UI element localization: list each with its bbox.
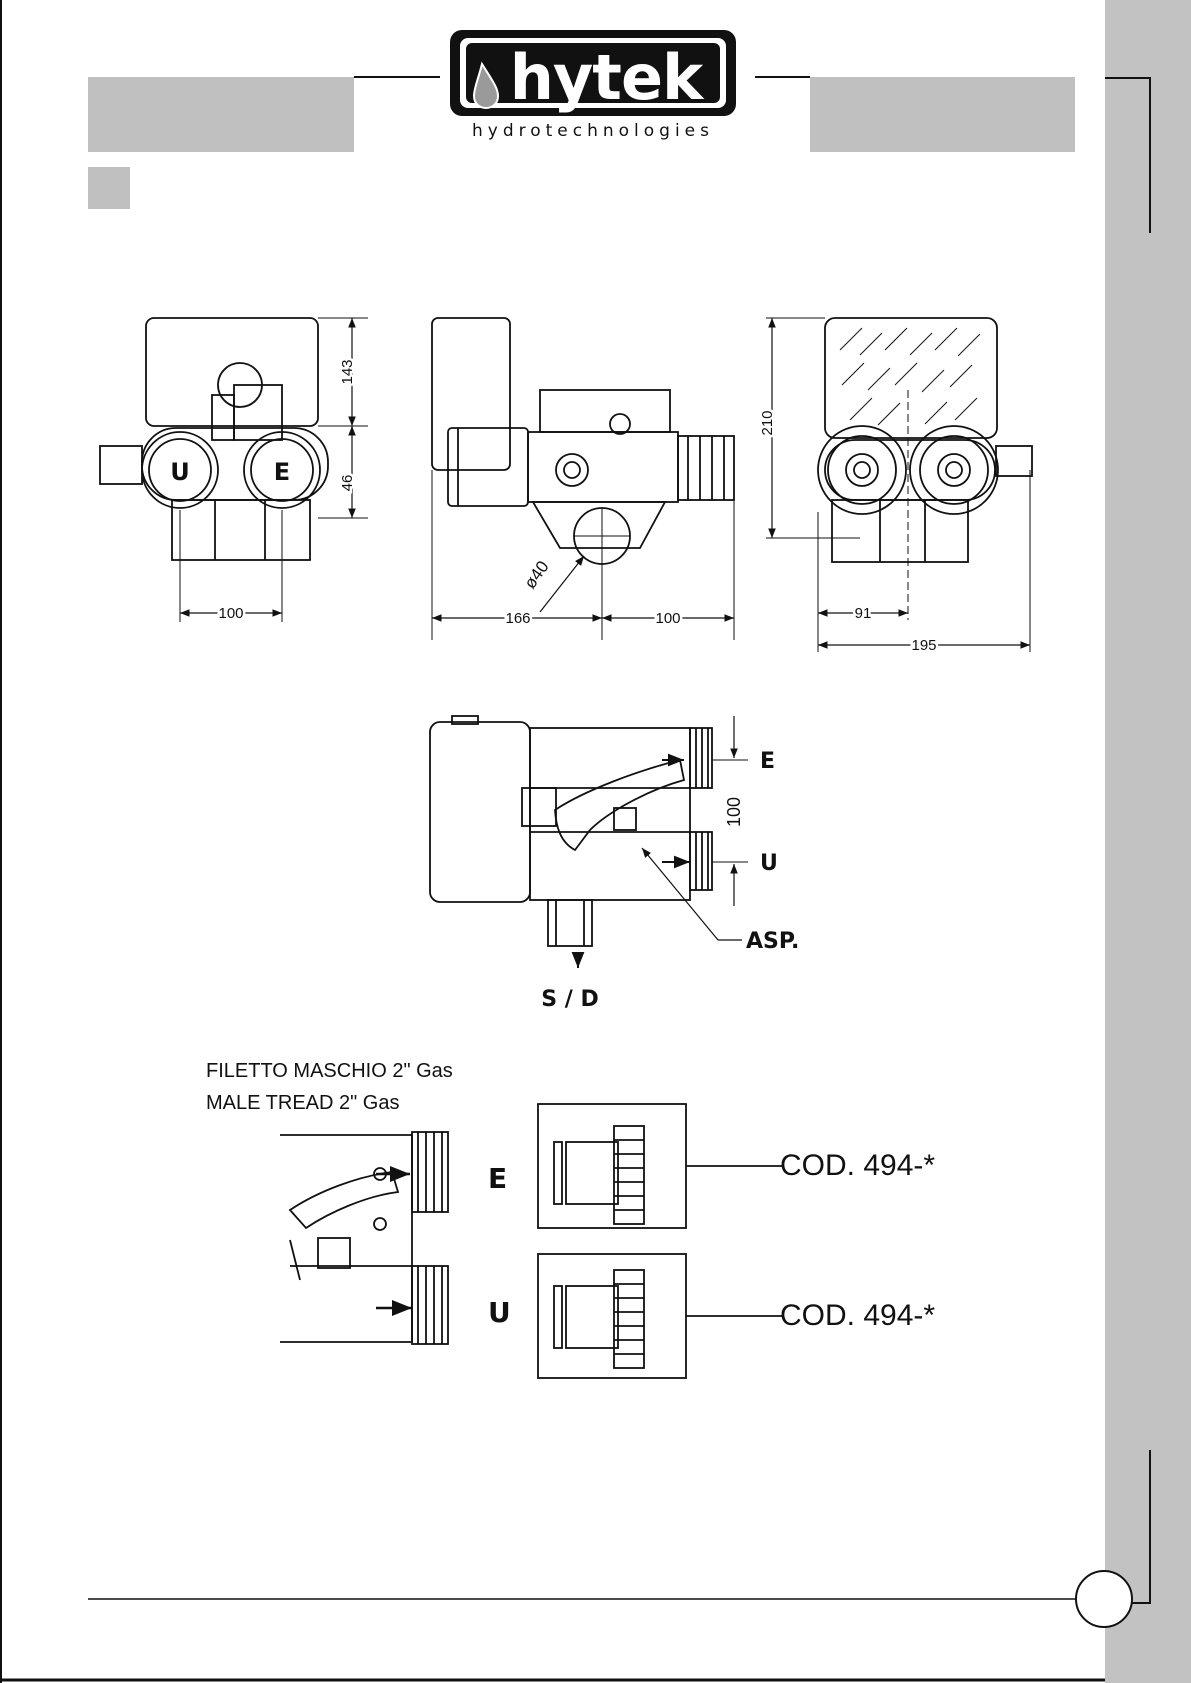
front-dim-width: 100 bbox=[218, 605, 243, 622]
brand-tagline: hydrotechnologies bbox=[472, 121, 714, 141]
rear-view-drawing bbox=[766, 318, 1032, 652]
section-marker bbox=[88, 167, 130, 209]
side-dim-diameter: ø40 bbox=[520, 557, 552, 592]
side-dim-left: 166 bbox=[505, 610, 530, 627]
brand-wordmark: hytek bbox=[510, 41, 705, 114]
top-label-u: U bbox=[760, 851, 778, 876]
connection-label-u: U bbox=[488, 1296, 511, 1329]
header-left-panel bbox=[88, 77, 354, 152]
thread-note-it: FILETTO MASCHIO 2" Gas bbox=[206, 1060, 453, 1082]
page-number-badge bbox=[1076, 1571, 1132, 1627]
thread-note-en: MALE TREAD 2" Gas bbox=[206, 1092, 399, 1114]
page-footer bbox=[88, 1571, 1132, 1627]
rear-dim-half: 91 bbox=[855, 605, 872, 622]
side-view-drawing bbox=[432, 318, 734, 640]
top-dim-spacing: 100 bbox=[724, 797, 744, 827]
front-dim-height: 143 bbox=[339, 359, 356, 384]
connection-label-e: E bbox=[488, 1162, 507, 1195]
header-right-panel bbox=[810, 77, 1075, 152]
page-header: hytek hydrotechnologies bbox=[88, 30, 1075, 209]
top-label-e: E bbox=[760, 749, 775, 774]
rear-dim-height: 210 bbox=[759, 410, 776, 435]
brand-logo: hytek bbox=[450, 30, 736, 116]
rear-dim-width: 195 bbox=[911, 637, 936, 654]
connection-detail-drawing bbox=[280, 1104, 782, 1378]
side-dim-right: 100 bbox=[655, 610, 680, 627]
front-label-e: E bbox=[274, 458, 290, 486]
top-view-drawing bbox=[430, 716, 748, 968]
front-view-drawing bbox=[100, 318, 368, 622]
connection-code-u: COD. 494-* bbox=[780, 1299, 935, 1332]
front-label-u: U bbox=[170, 458, 190, 486]
top-label-drain: S / D bbox=[541, 987, 598, 1012]
front-dim-lower: 46 bbox=[339, 475, 356, 492]
connection-code-e: COD. 494-* bbox=[780, 1149, 935, 1182]
top-label-asp: ASP. bbox=[746, 929, 799, 954]
